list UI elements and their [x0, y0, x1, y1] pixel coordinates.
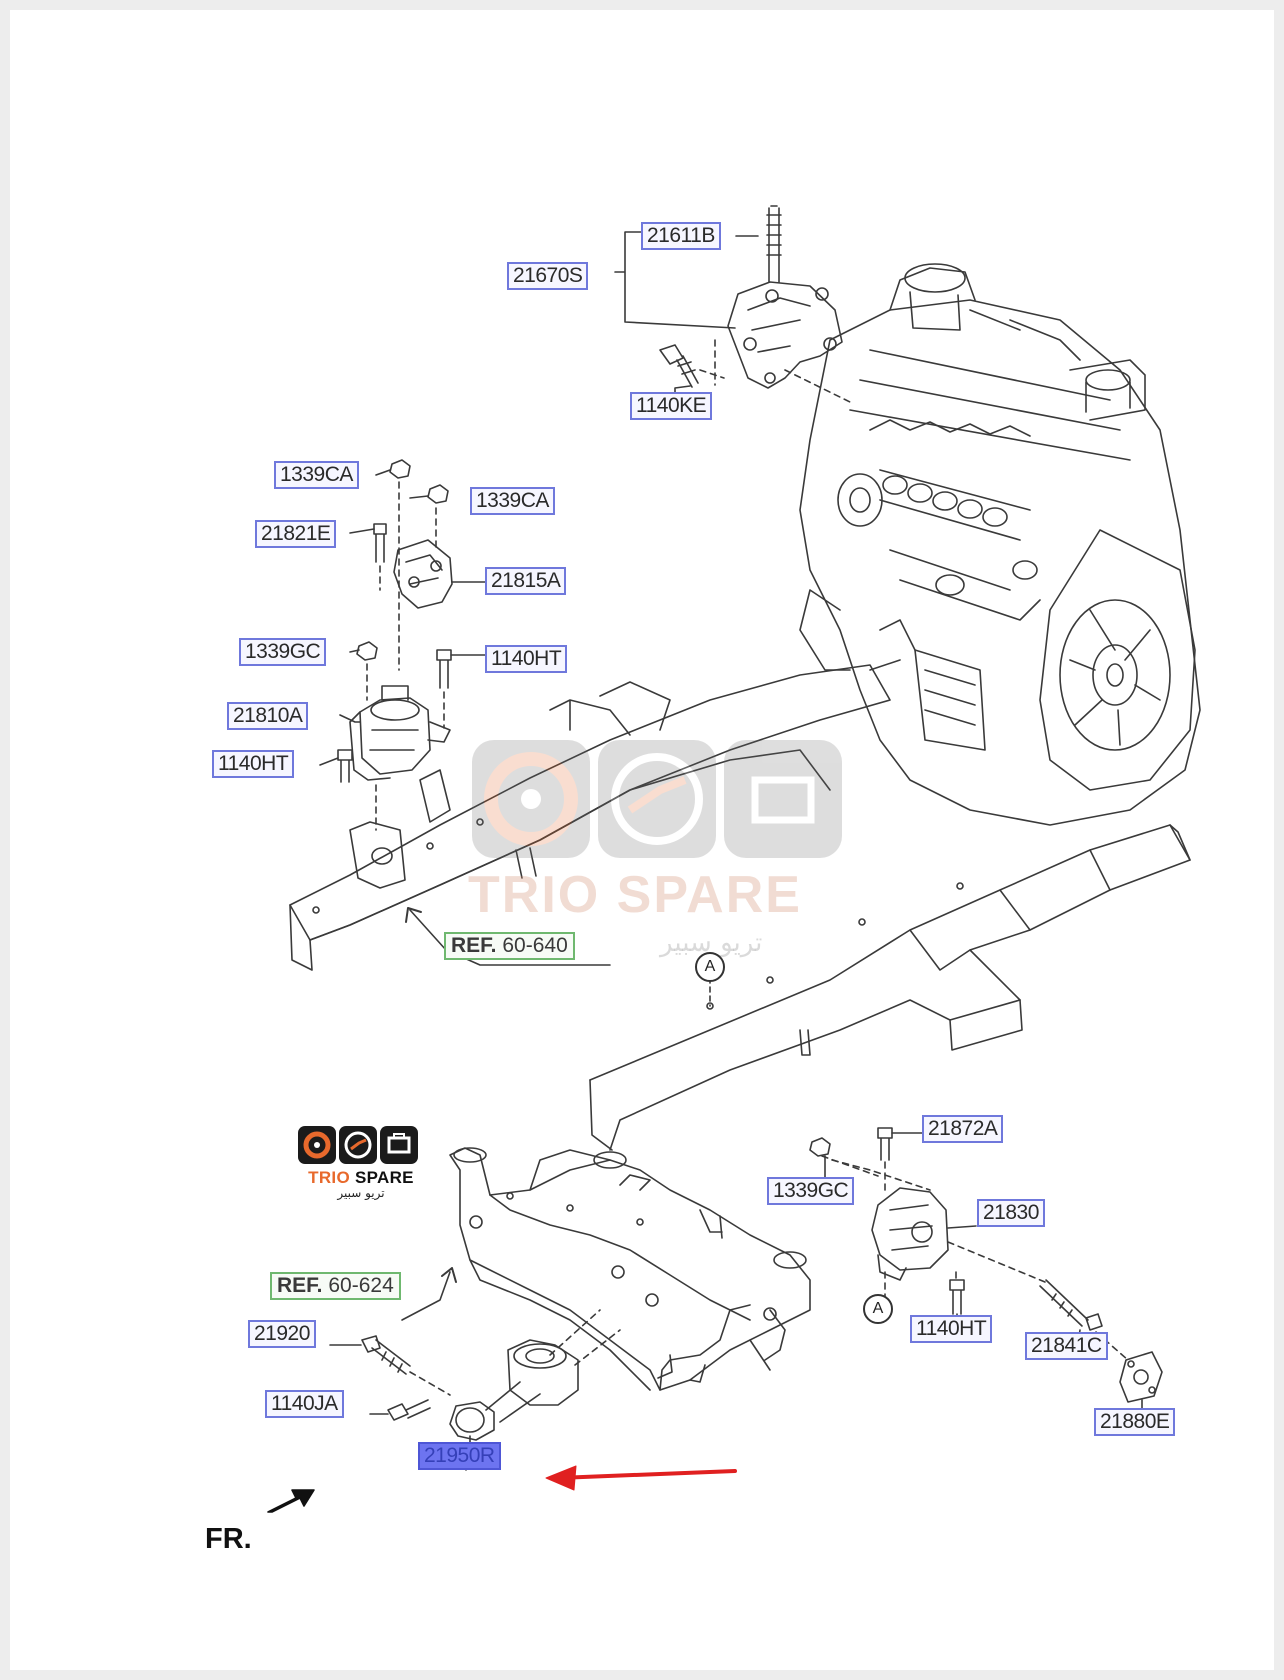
part-label-21880e[interactable]: 21880E	[1094, 1408, 1176, 1436]
watermark-logo	[472, 740, 842, 858]
logo-brand-second: SPARE	[355, 1168, 414, 1187]
part-label-21815a[interactable]: 21815A	[485, 567, 567, 595]
gauge-icon	[339, 1126, 377, 1164]
part-label-1140ht-top[interactable]: 1140HT	[485, 645, 568, 673]
part-label-21872a[interactable]: 21872A	[922, 1115, 1004, 1143]
engine-assembly	[799, 263, 1201, 826]
diagram-sheet: TRIO SPARE تريو سبير 21611B 21670S 1140K…	[10, 10, 1274, 1670]
part-label-21611b[interactable]: 21611B	[641, 222, 721, 250]
ref-code: 60-624	[328, 1274, 394, 1297]
part-label-21950r[interactable]: 21950R	[418, 1442, 501, 1470]
logo-brand-first: TRIO	[308, 1168, 356, 1187]
part-label-1140ht-left[interactable]: 1140HT	[212, 750, 295, 778]
engine-icon	[380, 1126, 418, 1164]
ref-label-60-624[interactable]: REF. 60-624	[270, 1272, 401, 1300]
logo-icons	[298, 1126, 424, 1164]
part-label-21821e[interactable]: 21821E	[255, 520, 337, 548]
roll-rod-bracket	[361, 1309, 621, 1451]
part-label-1339gc-top[interactable]: 1339GC	[239, 638, 327, 666]
logo-brand-name: TRIO SPARE	[298, 1168, 424, 1188]
exploded-view-line-art	[267, 205, 1201, 1513]
ref-prefix: REF.	[451, 934, 497, 957]
side-member-upper	[289, 664, 891, 971]
ref-prefix: REF.	[277, 1274, 323, 1297]
logo-arabic-name: تريو سبير	[337, 1186, 385, 1200]
part-label-1140ja[interactable]: 1140JA	[265, 1390, 344, 1418]
callout-a-mount: A	[863, 1294, 893, 1324]
part-label-1140ht-right[interactable]: 1140HT	[910, 1315, 993, 1343]
ref-code: 60-640	[502, 934, 568, 957]
transmission-mount-right	[809, 1127, 1163, 1403]
watermark-brand: TRIO SPARE	[468, 866, 802, 924]
engine-mount-left	[337, 459, 453, 831]
part-label-1339ca-left[interactable]: 1339CA	[274, 461, 359, 489]
part-label-1339gc-right[interactable]: 1339GC	[767, 1177, 855, 1205]
part-label-1140ke[interactable]: 1140KE	[630, 392, 713, 420]
disc-icon	[298, 1126, 336, 1164]
brand-logo: TRIO SPARE تريو سبير	[298, 1126, 424, 1200]
callout-a-frame: A	[695, 952, 725, 982]
part-label-21920[interactable]: 21920	[248, 1320, 316, 1348]
part-label-21670s[interactable]: 21670S	[507, 262, 589, 290]
front-direction-marker: FR.	[205, 1523, 252, 1555]
part-label-21830[interactable]: 21830	[977, 1199, 1045, 1227]
part-label-21810a[interactable]: 21810A	[227, 702, 309, 730]
ref-label-60-640[interactable]: REF. 60-640	[444, 932, 575, 960]
part-label-21841c[interactable]: 21841C	[1025, 1332, 1108, 1360]
engine-mount-bracket-top	[659, 205, 851, 403]
part-label-1339ca-right[interactable]: 1339CA	[470, 487, 555, 515]
front-subframe	[449, 1147, 811, 1391]
side-member-lower	[589, 824, 1191, 1151]
